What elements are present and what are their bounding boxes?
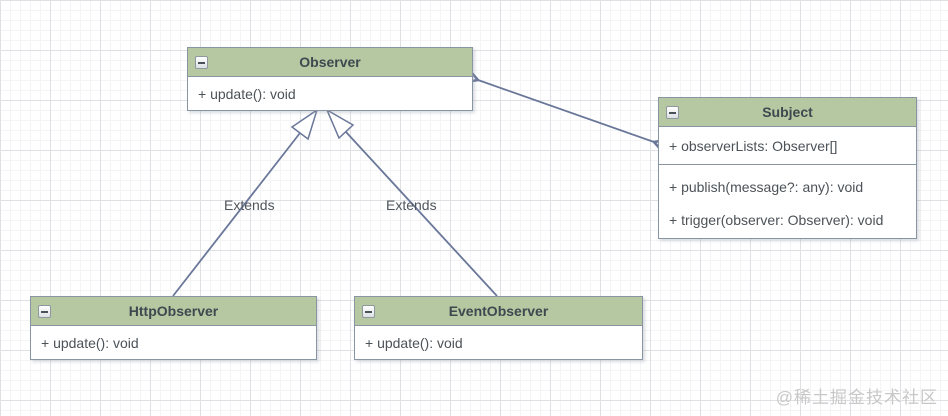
watermark: @稀土掘金技术社区 [775, 388, 938, 407]
class-header: EventObserver [355, 297, 642, 326]
generalization-httpobserver-observer[interactable] [172, 108, 319, 297]
class-box-subject[interactable]: Subject + observerLists: Observer[] + pu… [658, 97, 917, 239]
class-member: + update(): void [41, 334, 139, 351]
collapse-minus-icon[interactable] [195, 56, 208, 69]
class-box-httpobserver[interactable]: HttpObserver + update(): void [30, 296, 317, 360]
collapse-minus-icon[interactable] [666, 106, 679, 119]
class-methods-compartment: + publish(message?: any): void + trigger… [659, 165, 916, 238]
collapse-minus-icon[interactable] [38, 305, 51, 318]
class-title: Observer [299, 54, 361, 70]
association-observer-subject[interactable] [459, 65, 673, 157]
class-box-eventobserver[interactable]: EventObserver + update(): void [354, 296, 643, 360]
generalization-eventobserver-observer[interactable] [325, 108, 498, 297]
class-box-observer[interactable]: Observer + update(): void [187, 47, 473, 111]
class-title: Subject [762, 104, 813, 120]
class-attribute: + observerLists: Observer[] [659, 127, 916, 165]
edge-label-extends-left: Extends [224, 197, 275, 213]
collapse-minus-icon[interactable] [362, 305, 375, 318]
class-method: + publish(message?: any): void [669, 178, 864, 195]
class-member: + update(): void [198, 85, 296, 102]
class-title: EventObserver [448, 303, 549, 319]
class-method: + trigger(observer: Observer): void [669, 211, 884, 228]
class-title: HttpObserver [128, 303, 219, 319]
class-header: HttpObserver [31, 297, 316, 326]
class-header: Observer [188, 48, 472, 77]
class-header: Subject [659, 98, 916, 127]
class-member: + update(): void [365, 334, 463, 351]
edge-label-extends-right: Extends [386, 197, 437, 213]
